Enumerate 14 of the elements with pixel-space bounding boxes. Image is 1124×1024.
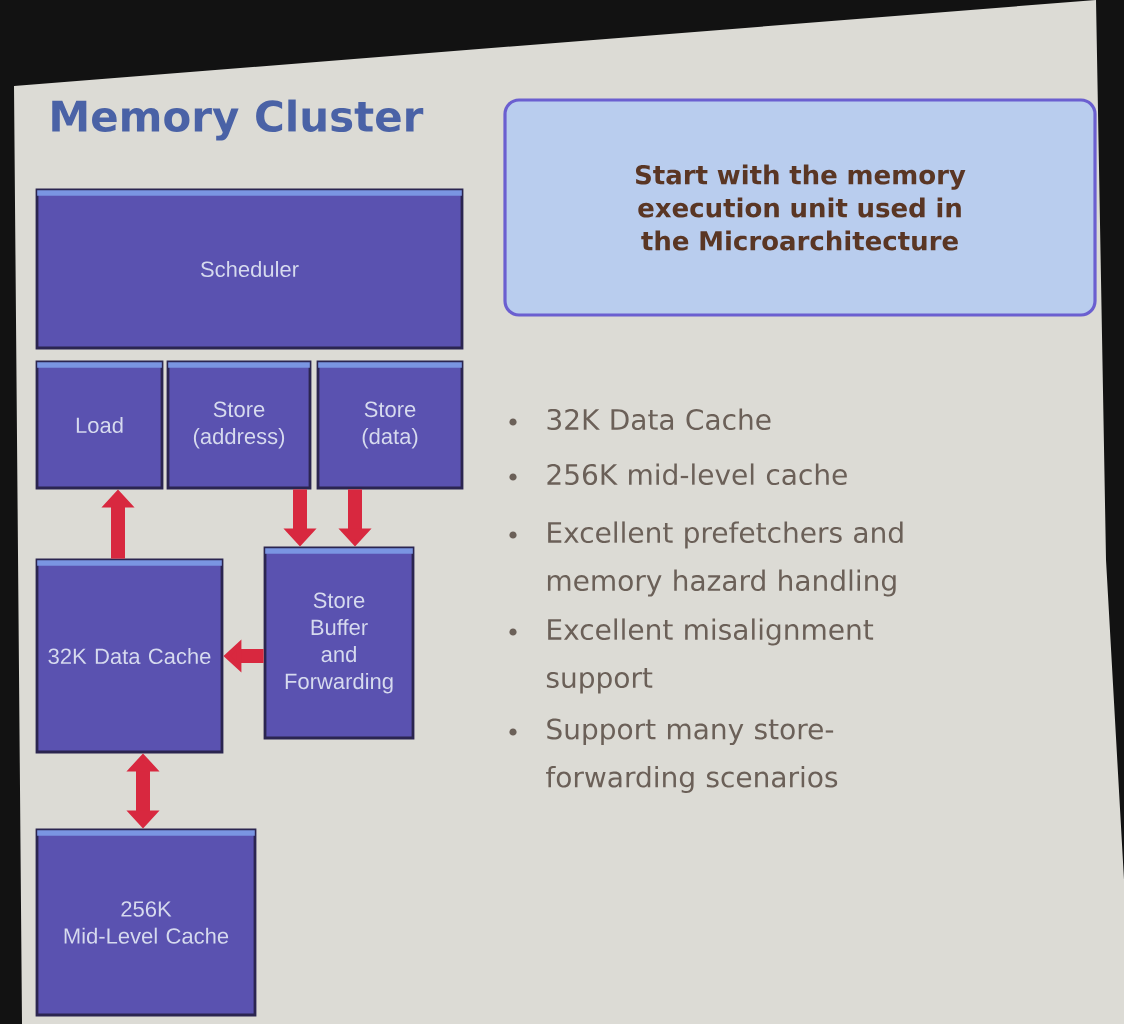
process-box: Store (address) xyxy=(166,360,312,490)
list-item-text: 32K Data Cache xyxy=(547,408,771,431)
process-box: Load xyxy=(35,360,164,490)
process-box: Store (data) xyxy=(316,360,464,490)
process-box: Scheduler xyxy=(35,188,464,350)
callout-box: Start with the memory execution unit used in the Microarchitecture xyxy=(503,98,1097,317)
process-box: Store Buffer and Forwarding xyxy=(263,546,415,740)
slide-title: Memory Cluster xyxy=(52,99,424,141)
list-item-text: 256K mid-level cache xyxy=(547,463,847,486)
list-item-text: Support many store-forwarding scenarios xyxy=(546,718,838,794)
list-item-text: Excellent prefetchers and memory hazard handling xyxy=(547,521,903,597)
list-item-text: Excellent misalignment support xyxy=(546,618,874,694)
process-box: 32K Data Cache xyxy=(35,558,224,754)
process-box: 256K Mid-Level Cache xyxy=(35,828,257,1017)
